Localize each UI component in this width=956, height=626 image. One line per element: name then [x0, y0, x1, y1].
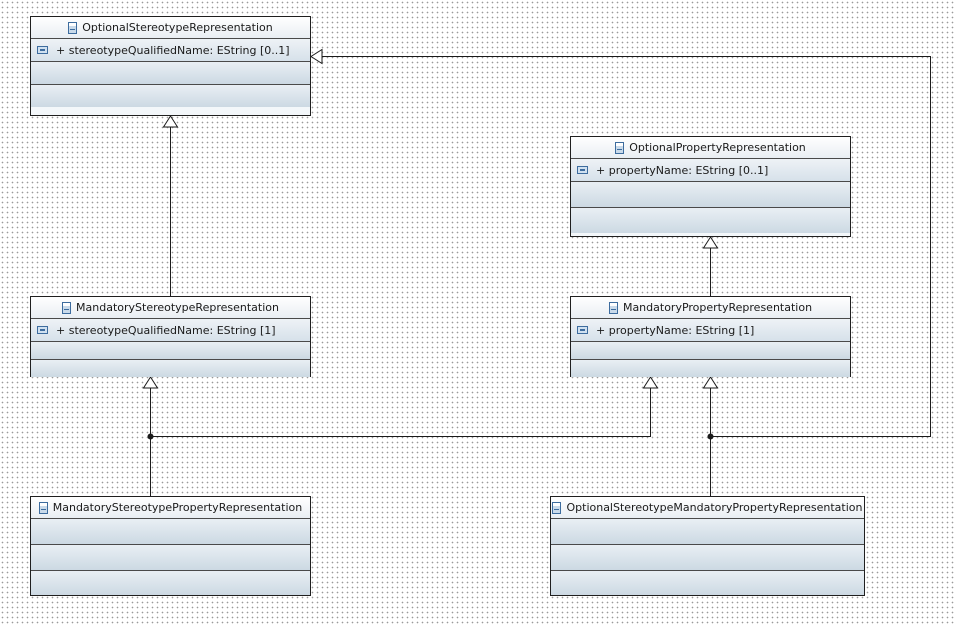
class-icon [68, 21, 78, 34]
class-icon [62, 301, 72, 314]
connector-junction-dot [707, 433, 714, 440]
attribute-label: + stereotypeQualifiedName: EString [1] [56, 323, 276, 337]
class-icon [552, 501, 562, 514]
generalization-arrowhead [162, 115, 179, 128]
class-name: MandatoryStereotypeRepresentation [76, 301, 279, 314]
generalization-arrowhead [310, 48, 323, 65]
extra-compartment[interactable] [571, 207, 850, 233]
class-optional-stereotype-mandatory-property-representation[interactable]: OptionalStereotypeMandatoryPropertyRepre… [550, 496, 865, 596]
attribute-icon [37, 46, 48, 54]
connector-junction-dot [147, 433, 154, 440]
attribute-icon [37, 326, 48, 334]
generalization-arrowhead [702, 376, 719, 389]
generalization-arrowhead [642, 376, 659, 389]
attribute-label: + stereotypeQualifiedName: EString [0..1… [56, 43, 290, 57]
attribute-icon [577, 166, 588, 174]
class-mandatory-stereotype-representation[interactable]: MandatoryStereotypeRepresentation + ster… [30, 296, 311, 377]
class-icon [615, 141, 625, 154]
generalization-arrowhead [702, 236, 719, 249]
operation-compartment[interactable] [31, 341, 310, 359]
operation-compartment[interactable] [31, 61, 310, 84]
extra-compartment[interactable] [551, 570, 864, 595]
attribute-icon [577, 326, 588, 334]
generalization-line[interactable] [322, 56, 931, 437]
operation-compartment[interactable] [571, 341, 850, 359]
class-icon [608, 301, 618, 314]
extra-compartment[interactable] [31, 84, 310, 107]
generalization-arrowhead [142, 376, 159, 389]
attribute-compartment[interactable]: + stereotypeQualifiedName: EString [0..1… [31, 38, 310, 61]
class-optional-property-representation[interactable]: OptionalPropertyRepresentation + propert… [570, 136, 851, 237]
attribute-compartment[interactable]: + propertyName: EString [1] [571, 318, 850, 341]
class-header: MandatoryPropertyRepresentation [571, 297, 850, 318]
attribute-compartment[interactable] [31, 518, 310, 544]
class-name: MandatoryStereotypePropertyRepresentatio… [52, 501, 303, 514]
attribute-compartment[interactable]: + propertyName: EString [0..1] [571, 158, 850, 181]
extra-compartment[interactable] [31, 570, 310, 595]
attribute-label: + propertyName: EString [1] [596, 323, 755, 337]
class-optional-stereotype-representation[interactable]: OptionalStereotypeRepresentation + stere… [30, 16, 311, 116]
operation-compartment[interactable] [571, 181, 850, 207]
class-name: MandatoryPropertyRepresentation [622, 301, 813, 314]
class-icon [38, 501, 48, 514]
attribute-compartment[interactable] [551, 518, 864, 544]
operation-compartment[interactable] [31, 544, 310, 570]
class-mandatory-property-representation[interactable]: MandatoryPropertyRepresentation + proper… [570, 296, 851, 377]
class-header: OptionalPropertyRepresentation [571, 137, 850, 158]
generalization-line[interactable] [150, 388, 651, 437]
operation-compartment[interactable] [551, 544, 864, 570]
class-name: OptionalStereotypeMandatoryPropertyRepre… [566, 501, 863, 514]
extra-compartment[interactable] [571, 359, 850, 377]
class-header: OptionalStereotypeMandatoryPropertyRepre… [551, 497, 864, 518]
class-header: MandatoryStereotypeRepresentation [31, 297, 310, 318]
class-header: MandatoryStereotypePropertyRepresentatio… [31, 497, 310, 518]
extra-compartment[interactable] [31, 359, 310, 377]
class-name: OptionalPropertyRepresentation [629, 141, 806, 154]
class-name: OptionalStereotypeRepresentation [82, 21, 273, 34]
class-header: OptionalStereotypeRepresentation [31, 17, 310, 38]
class-mandatory-stereotype-property-representation[interactable]: MandatoryStereotypePropertyRepresentatio… [30, 496, 311, 596]
attribute-compartment[interactable]: + stereotypeQualifiedName: EString [1] [31, 318, 310, 341]
attribute-label: + propertyName: EString [0..1] [596, 163, 769, 177]
